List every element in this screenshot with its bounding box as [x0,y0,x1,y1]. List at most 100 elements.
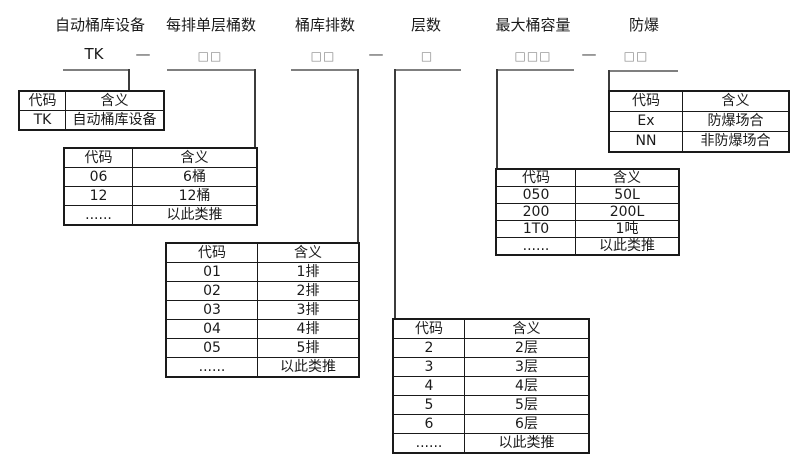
cell: 5排 [257,338,360,358]
connector-vline-barrels-per-row [254,69,256,147]
field-label-layer-count: 层数 [410,16,442,34]
dash-separator-3: — [581,45,597,63]
cell: 2 [392,338,465,358]
cell: 自动桶库设备 [65,110,165,131]
code-prefix-device: TK [84,45,104,63]
cell: 非防爆场合 [682,131,790,153]
cell: 2层 [464,338,590,358]
cell: Ex [608,111,683,132]
field-label-max-capacity: 最大桶容量 [495,16,571,34]
cell: 200 [495,203,576,221]
table-row: ......以此类推 [165,357,360,378]
cell: 以此类推 [575,237,680,256]
cell: 050 [495,186,576,204]
table-row: ......以此类推 [63,205,258,226]
header-cell: 含义 [575,168,680,187]
header-cell: 含义 [464,318,590,339]
cell: 1T0 [495,220,576,238]
connector-vline-device [128,69,130,90]
table-header-row: 代码含义 [495,168,680,187]
cell: 6 [392,414,465,434]
header-cell: 含义 [257,242,360,263]
code-boxes-explosion-proof: □□ [623,49,649,63]
table-row: ......以此类推 [392,433,590,454]
header-cell: 代码 [18,90,66,111]
field-label-explosion-proof: 防爆 [628,16,660,34]
connector-vline-max-capacity [496,69,498,168]
cell: 3层 [464,357,590,377]
cell: 3排 [257,300,360,320]
cell: 200L [575,203,680,221]
code-boxes-max-capacity: □□□ [514,49,552,63]
cell: 5层 [464,395,590,415]
cell: ...... [495,237,576,256]
cell: 02 [165,281,258,301]
cell: 01 [165,262,258,282]
cell: 03 [165,300,258,320]
cell: 5 [392,395,465,415]
field-label-row-count: 桶库排数 [294,16,356,34]
connector-vline-row-count [357,69,359,242]
cell: 12桶 [132,186,258,206]
cell: NN [608,131,683,153]
cell: 以此类推 [257,357,360,378]
cell: 6层 [464,414,590,434]
cell: 1吨 [575,220,680,238]
cell: 1排 [257,262,360,282]
connector-hline-max-capacity [496,69,574,71]
header-cell: 含义 [132,147,258,168]
header-cell: 代码 [392,318,465,339]
cell: 4排 [257,319,360,339]
cell: 05 [165,338,258,358]
table-header-row: 代码含义 [392,318,590,339]
connector-vline-explosion-proof [608,70,610,90]
cell: 04 [165,319,258,339]
connector-hline-row-count [291,69,359,71]
header-cell: 含义 [682,90,790,112]
connector-hline-device [63,69,130,71]
field-label-barrels-per-row: 每排单层桶数 [165,16,257,34]
connector-hline-explosion-proof [608,70,678,72]
cell: TK [18,110,66,131]
cell: ...... [63,205,133,226]
table-header-row: 代码含义 [18,90,165,111]
code-boxes-layer-count: □ [420,49,434,63]
cell: 4 [392,376,465,396]
cell: 4层 [464,376,590,396]
code-boxes-row-count: □□ [310,49,336,63]
connector-vline-layer-count [394,69,396,318]
table-header-row: 代码含义 [63,147,258,168]
cell: ...... [165,357,258,378]
connector-hline-barrels-per-row [167,69,256,71]
cell: 3 [392,357,465,377]
header-cell: 代码 [63,147,133,168]
cell: ...... [392,433,465,454]
header-cell: 代码 [165,242,258,263]
cell: 06 [63,167,133,187]
dash-separator-2: — [368,45,384,63]
